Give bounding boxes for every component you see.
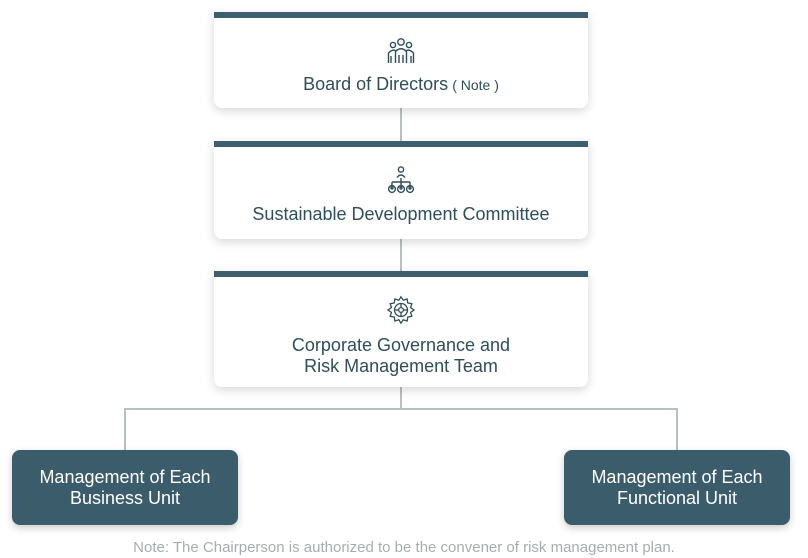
gear-icon <box>386 295 416 325</box>
risk-management-team-box: Corporate Governance and Risk Management… <box>214 271 588 387</box>
functional-unit-line2: Functional Unit <box>616 487 738 508</box>
board-note: ( Note ) <box>452 77 499 93</box>
board-title: Board of Directors( Note ) <box>303 74 499 96</box>
team-title: Corporate Governance and Risk Management… <box>292 335 510 377</box>
team-title-line1: Corporate Governance and <box>291 335 511 355</box>
functional-unit-box: Management of Each Functional Unit <box>564 450 790 525</box>
team-title-line2: Risk Management Team <box>304 356 498 376</box>
footnote: Note: The Chairperson is authorized to b… <box>133 539 675 556</box>
connector-board-committee <box>400 108 402 142</box>
business-unit-box: Management of Each Business Unit <box>12 450 238 525</box>
board-title-text: Board of Directors <box>303 74 449 94</box>
business-unit-line1: Management of Each <box>39 466 211 487</box>
sustainable-development-committee-box: Sustainable Development Committee <box>214 141 588 239</box>
board-of-directors-box: Board of Directors( Note ) <box>214 12 588 108</box>
connector-right-down <box>676 408 678 450</box>
business-unit-line2: Business Unit <box>69 487 181 508</box>
hierarchy-icon <box>386 165 416 195</box>
connector-horizontal <box>124 408 678 410</box>
functional-unit-line1: Management of Each <box>591 466 763 487</box>
connector-left-down <box>124 408 126 450</box>
committee-title: Sustainable Development Committee <box>252 204 550 224</box>
people-group-icon <box>386 36 416 66</box>
connector-committee-team <box>400 239 402 272</box>
connector-team-down <box>400 387 402 409</box>
